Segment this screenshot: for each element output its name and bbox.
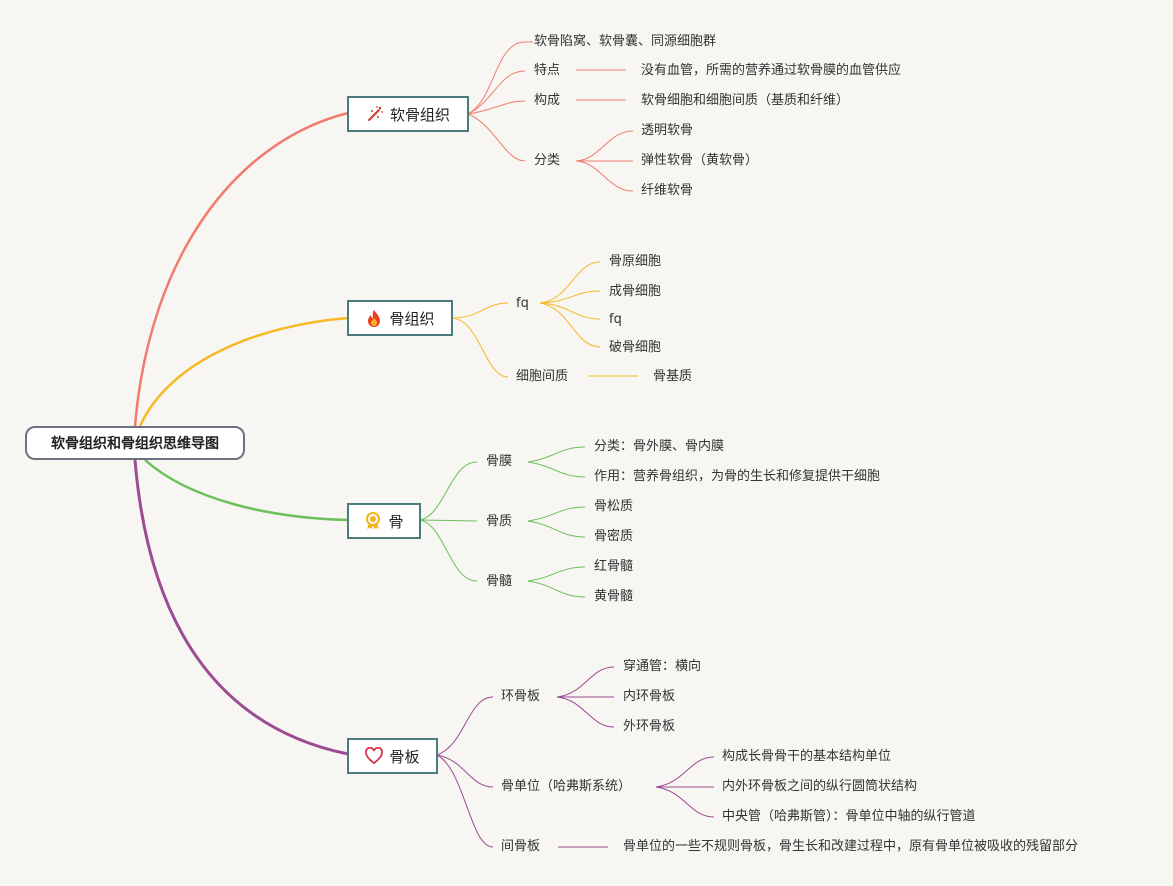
osteon[interactable]: 骨单位（哈弗斯系统） <box>501 779 632 794</box>
intercellular-substance[interactable]: 细胞间质 <box>516 369 569 384</box>
branch-line-lamella <box>133 459 349 756</box>
inner-circumferential-lamella[interactable]: 内环骨板 <box>623 689 676 704</box>
bone-matrix[interactable]: 骨基质 <box>653 369 693 384</box>
cartilage-composition[interactable]: 构成 <box>534 93 561 108</box>
magic-wand-icon <box>366 105 384 123</box>
cartilage-feature[interactable]: 特点 <box>534 63 561 78</box>
topic-bone[interactable]: 骨 <box>347 503 421 539</box>
osteon-structure[interactable]: 内外环骨板之间的纵行圆筒状结构 <box>722 779 918 794</box>
compact-bone[interactable]: 骨密质 <box>594 529 634 544</box>
cartilage-composition-detail[interactable]: 软骨细胞和细胞间质（基质和纤维） <box>641 93 850 108</box>
interstitial-lamella[interactable]: 间骨板 <box>501 839 541 854</box>
outer-circumferential-lamella[interactable]: 外环骨板 <box>623 719 676 734</box>
osteon-basic-unit[interactable]: 构成长骨骨干的基本结构单位 <box>722 749 892 764</box>
cartilage-structures[interactable]: 软骨陷窝、软骨囊、同源细胞群 <box>534 34 717 49</box>
perforating-canal[interactable]: 穿通管：横向 <box>623 659 702 674</box>
periosteum-function[interactable]: 作用：营养骨组织，为骨的生长和修复提供干细胞 <box>594 469 881 484</box>
elastic-cartilage[interactable]: 弹性软骨（黄软骨） <box>641 153 759 168</box>
root-topic[interactable]: 软骨组织和骨组织思维导图 <box>25 426 245 460</box>
topic-cartilage[interactable]: 软骨组织 <box>347 96 469 132</box>
topic-lamella[interactable]: 骨板 <box>347 738 438 774</box>
branch-line-cartilage <box>133 111 349 427</box>
bone-marrow[interactable]: 骨髓 <box>486 574 513 589</box>
red-marrow[interactable]: 红骨髓 <box>594 559 634 574</box>
spongy-bone[interactable]: 骨松质 <box>594 499 634 514</box>
topic-bone-tissue[interactable]: 骨组织 <box>347 300 453 336</box>
root-topic-label: 软骨组织和骨组织思维导图 <box>51 436 219 452</box>
circumferential-lamella[interactable]: 环骨板 <box>501 689 541 704</box>
branch-line-bone <box>144 459 349 522</box>
bone-cells-group[interactable]: fq <box>516 296 529 311</box>
osteoblast[interactable]: 成骨细胞 <box>609 284 662 299</box>
topic-lamella-label: 骨板 <box>389 747 420 766</box>
topic-bone-tissue-label: 骨组织 <box>389 309 435 328</box>
periosteum-classification[interactable]: 分类：骨外膜、骨内膜 <box>594 439 725 454</box>
bone-cell-fq[interactable]: fq <box>609 312 622 327</box>
hyaline-cartilage[interactable]: 透明软骨 <box>641 123 694 138</box>
yellow-marrow[interactable]: 黄骨髓 <box>594 589 634 604</box>
award-medal-icon <box>364 512 382 530</box>
fire-icon <box>365 309 383 327</box>
interstitial-lamella-detail[interactable]: 骨单位的一些不规则骨板，骨生长和改建过程中，原有骨单位被吸收的残留部分 <box>623 839 1079 854</box>
bone-substance[interactable]: 骨质 <box>486 514 513 529</box>
fibrous-cartilage[interactable]: 纤维软骨 <box>641 183 694 198</box>
osteoprogenitor-cell[interactable]: 骨原细胞 <box>609 254 662 269</box>
topic-bone-label: 骨 <box>388 512 404 531</box>
branch-line-bone-tissue <box>138 316 349 427</box>
cartilage-feature-detail[interactable]: 没有血管，所需的营养通过软骨膜的血管供应 <box>641 63 902 78</box>
topic-cartilage-label: 软骨组织 <box>389 105 450 124</box>
heart-icon <box>365 747 384 765</box>
osteoclast[interactable]: 破骨细胞 <box>609 340 662 355</box>
periosteum[interactable]: 骨膜 <box>486 454 513 469</box>
cartilage-classification[interactable]: 分类 <box>534 153 561 168</box>
central-canal[interactable]: 中央管（哈弗斯管）：骨单位中轴的纵行管道 <box>722 809 976 824</box>
